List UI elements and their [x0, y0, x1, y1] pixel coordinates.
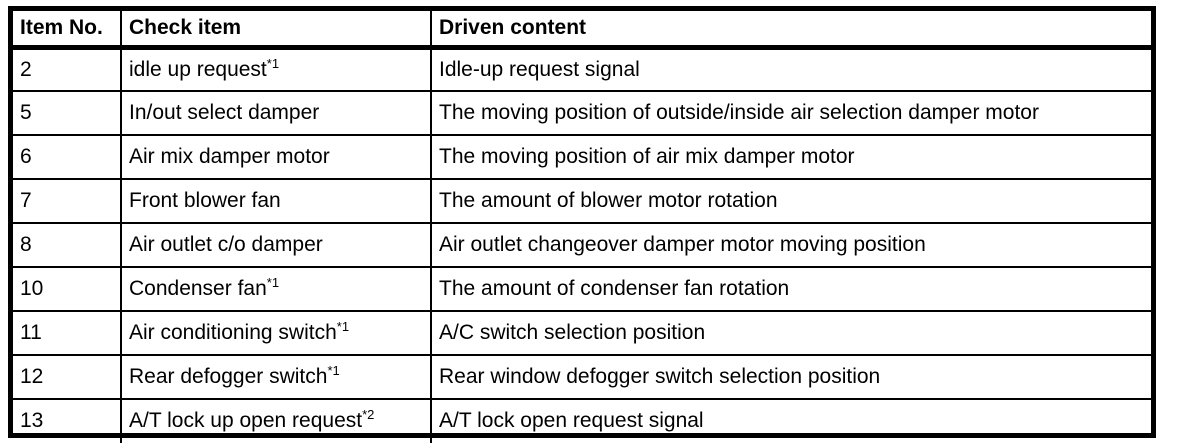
active-test-item-table: Item No. Check item Driven content 2 idl…: [13, 11, 1151, 443]
cell-check-item: Front blower fan: [121, 179, 432, 224]
cell-driven-content: Air outlet changeover damper motor movin…: [431, 223, 1151, 268]
check-item-text: Air outlet c/o damper: [129, 232, 323, 256]
column-header-item-no: Item No.: [13, 11, 122, 50]
cell-check-item: A/T lock up open request*2: [121, 399, 432, 443]
check-item-text: Air mix damper motor: [129, 144, 330, 168]
check-item-footnote: *1: [266, 274, 280, 290]
table-row: 2 idle up request*1 Idle-up request sign…: [13, 47, 1151, 92]
check-item-text: Rear defogger switch: [129, 364, 328, 388]
cell-item-no: 10: [13, 267, 122, 312]
cell-item-no: 5: [13, 91, 122, 136]
cell-driven-content: The moving position of air mix damper mo…: [431, 135, 1151, 180]
check-item-text: A/T lock up open request: [129, 409, 363, 433]
check-item-text: idle up request: [129, 57, 267, 81]
cell-item-no: 8: [13, 223, 122, 268]
column-header-driven-content: Driven content: [431, 11, 1151, 50]
check-item-text: Condenser fan: [129, 276, 267, 300]
cell-item-no: 12: [13, 355, 122, 400]
cell-driven-content: The amount of condenser fan rotation: [431, 267, 1151, 312]
table-row: 8 Air outlet c/o damper Air outlet chang…: [13, 223, 1151, 268]
cell-item-no: 11: [13, 311, 122, 356]
cell-item-no: 6: [13, 135, 122, 180]
check-item-footnote: *1: [266, 55, 280, 71]
table-row: 13 A/T lock up open request*2 A/T lock o…: [13, 399, 1151, 443]
cell-check-item: Air mix damper motor: [121, 135, 432, 180]
table-row: 11 Air conditioning switch*1 A/C switch …: [13, 311, 1151, 356]
cell-driven-content: A/T lock open request signal: [439, 409, 704, 433]
table-row: 6 Air mix damper motor The moving positi…: [13, 135, 1151, 180]
cell-check-item: Rear defogger switch*1: [121, 355, 432, 400]
cell-check-item: Condenser fan*1: [121, 267, 432, 312]
column-header-check-item: Check item: [121, 11, 432, 50]
cell-driven-content: Rear window defogger switch selection po…: [431, 355, 1151, 400]
check-item-footnote: *2: [362, 407, 375, 423]
spec-table-container: Item No. Check item Driven content 2 idl…: [8, 6, 1156, 443]
cell-check-item: idle up request*1: [121, 47, 432, 92]
check-item-footnote: *1: [327, 362, 340, 378]
cell-check-item: Air outlet c/o damper: [121, 223, 432, 268]
check-item-text: Front blower fan: [129, 188, 281, 212]
table-header-row: Item No. Check item Driven content: [13, 11, 1151, 50]
cell-driven-content: The moving position of outside/inside ai…: [431, 91, 1151, 136]
cell-check-item: In/out select damper: [121, 91, 432, 136]
table-body: 2 idle up request*1 Idle-up request sign…: [13, 47, 1151, 443]
check-item-text: In/out select damper: [129, 100, 320, 124]
table-row: 7 Front blower fan The amount of blower …: [13, 179, 1151, 224]
cell-item-no: 7: [13, 179, 122, 224]
cell-check-item: Air conditioning switch*1: [121, 311, 432, 356]
cell-driven-content: A/C switch selection position: [431, 311, 1151, 356]
table-row: 12 Rear defogger switch*1 Rear window de…: [13, 355, 1151, 400]
cell-item-no: 2: [13, 47, 122, 92]
cell-driven-content: Idle-up request signal: [431, 47, 1151, 92]
table-header: Item No. Check item Driven content: [13, 11, 1151, 50]
cell-item-no: 13: [13, 399, 122, 443]
check-item-text: Air conditioning switch: [129, 320, 337, 344]
table-row: 5 In/out select damper The moving positi…: [13, 91, 1151, 136]
cell-driven-content: The amount of blower motor rotation: [431, 179, 1151, 224]
table-row: 10 Condenser fan*1 The amount of condens…: [13, 267, 1151, 312]
check-item-footnote: *1: [336, 318, 350, 334]
